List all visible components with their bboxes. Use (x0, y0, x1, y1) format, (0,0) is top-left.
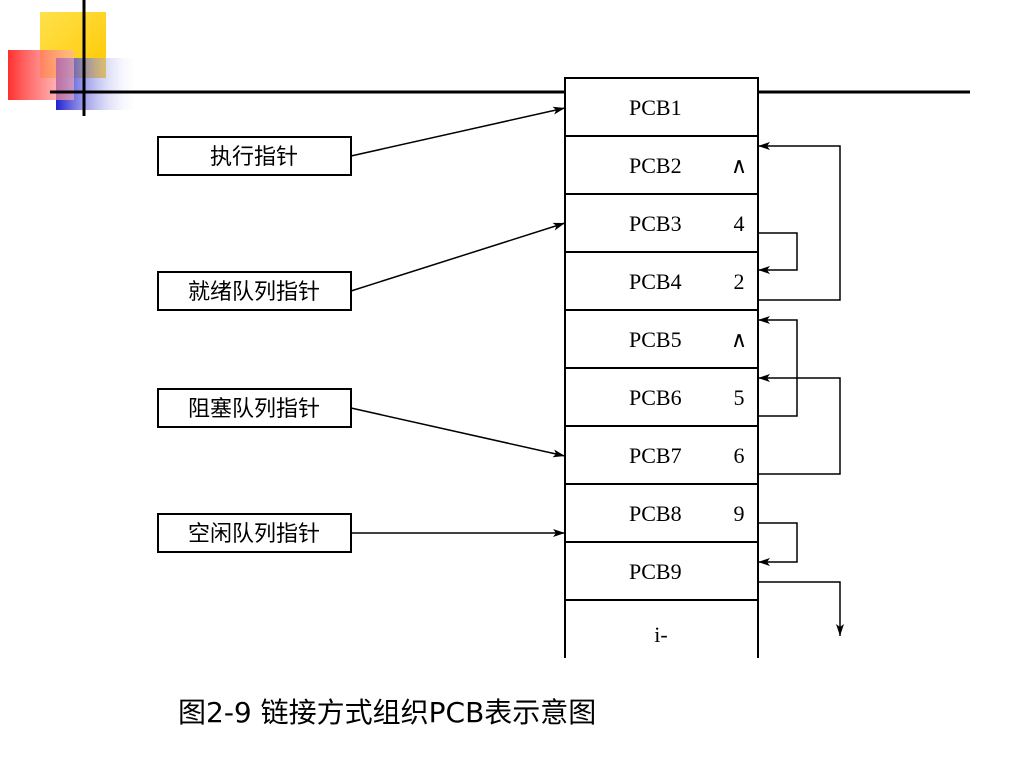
pcb-cell-pcb7 (564, 425, 759, 485)
pointer-1-arrow (350, 106, 566, 157)
link-pcb4-to-pcb2 (758, 142, 841, 301)
link-pcb8-to-pcb9 (758, 522, 798, 566)
pointer-2-label: 就绪队列指针 (188, 280, 320, 305)
pcb-cell-pcb4 (564, 251, 759, 311)
pcb-row-pcb4: PCB4 2 (564, 251, 759, 311)
pcb-name-pcb3: PCB3 (629, 211, 682, 236)
pcb-cell-pcb2 (564, 135, 759, 195)
pcb-row-pcb9: PCB9 (564, 541, 759, 601)
pcb-cell-pcb8 (564, 483, 759, 543)
pointer-1-box (157, 136, 352, 176)
figure-caption: 图2-9 链接方式组织PCB表示意图 (178, 696, 596, 729)
pointer-3: 阻塞队列指针 (157, 388, 566, 458)
continuation-mark: i- (654, 622, 667, 647)
pcb-row-pcb2: PCB2 ∧ (564, 135, 759, 195)
pcb-link-pcb6: 5 (734, 385, 745, 410)
slide-decoration (8, 0, 970, 116)
pcb-cell-pcb9 (564, 541, 759, 601)
pointer-2: 就绪队列指针 (157, 222, 566, 311)
pointer-1-label: 执行指针 (210, 145, 298, 170)
pcb-name-pcb9: PCB9 (629, 559, 682, 584)
pointer-3-label: 阻塞队列指针 (188, 397, 320, 422)
pcb-link-pcb3: 4 (734, 211, 745, 236)
pcb-cell-pcb1 (564, 77, 759, 137)
pcb-link-pcb8: 9 (734, 501, 745, 526)
pcb-link-pcb2: ∧ (731, 153, 747, 178)
link-pcb9-continue (758, 581, 844, 636)
pointer-2-box (157, 271, 352, 311)
pcb-link-pcb5: ∧ (731, 327, 747, 352)
pcb-row-pcb6: PCB6 5 (564, 367, 759, 427)
pcb-name-pcb5: PCB5 (629, 327, 682, 352)
pcb-link-pcb4: 2 (734, 269, 745, 294)
link-pcb3-to-pcb4 (758, 232, 798, 274)
pcb-name-pcb8: PCB8 (629, 501, 682, 526)
pointer-4: 空闲队列指针 (157, 513, 565, 553)
link-pcb6-to-pcb5 (758, 316, 798, 417)
pointer-1: 执行指针 (157, 106, 566, 176)
pcb-row-pcb7: PCB7 6 (564, 425, 759, 485)
pcb-row-continuation: i- (564, 600, 759, 658)
pointer-2-arrow (350, 222, 566, 292)
link-pcb7-to-pcb6 (758, 374, 841, 475)
pointer-4-label: 空闲队列指针 (188, 522, 320, 547)
pcb-name-pcb2: PCB2 (629, 153, 682, 178)
pcb-cell-pcb6 (564, 367, 759, 427)
pcb-links (758, 142, 844, 636)
pcb-name-pcb4: PCB4 (629, 269, 682, 294)
pcb-row-pcb8: PCB8 9 (564, 483, 759, 543)
pcb-name-pcb7: PCB7 (629, 443, 682, 468)
pcb-name-pcb1: PCB1 (629, 95, 682, 120)
pcb-cell-pcb5 (564, 309, 759, 369)
pointer-4-box (157, 513, 352, 553)
pointer-3-arrow (350, 407, 566, 458)
pcb-row-pcb1: PCB1 (564, 77, 759, 137)
pcb-row-pcb3: PCB3 4 (564, 193, 759, 253)
pcb-link-pcb7: 6 (734, 443, 745, 468)
pcb-row-pcb5: PCB5 ∧ (564, 309, 759, 369)
pcb-name-pcb6: PCB6 (629, 385, 682, 410)
